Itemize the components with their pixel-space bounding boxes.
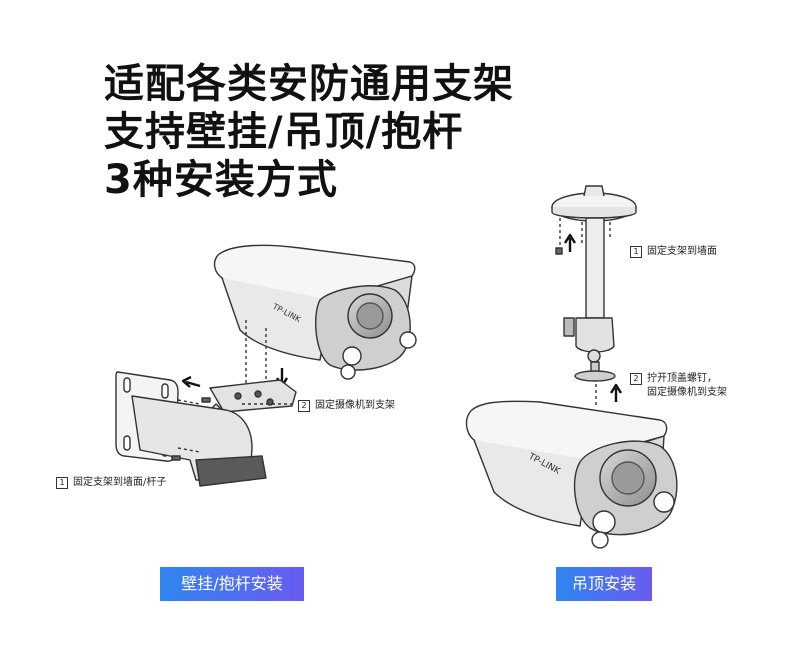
wall-mount-illustration: TP-LINK bbox=[115, 244, 417, 487]
ceiling-step-2: 2 拧开顶盖螺钉， 固定摄像机到支架 bbox=[630, 372, 727, 400]
wall-pole-mount-button[interactable]: 壁挂/抱杆安装 bbox=[160, 567, 304, 601]
headline: 适配各类安防通用支架 支持壁挂/吊顶/抱杆 3种安装方式 bbox=[104, 60, 514, 204]
headline-line-2: 支持壁挂/吊顶/抱杆 bbox=[104, 109, 464, 155]
wall-step-2-text: 固定摄像机到支架 bbox=[315, 400, 395, 411]
ceiling-up-arrow-icon bbox=[563, 233, 577, 252]
ceiling-mount-illustration: TP-LINK bbox=[465, 185, 678, 549]
ceiling-up-arrow-icon-2 bbox=[609, 383, 623, 402]
wall-step-2-number: 2 bbox=[298, 400, 310, 412]
ceiling-step-1-number: 1 bbox=[630, 246, 642, 258]
ceiling-step-2-number: 2 bbox=[630, 373, 642, 385]
ceiling-step-2-text: 拧开顶盖螺钉， 固定摄像机到支架 bbox=[647, 373, 727, 398]
ceiling-step-1: 1 固定支架到墙面 bbox=[630, 245, 717, 259]
left-left-arrow-icon bbox=[181, 375, 201, 388]
wall-step-2: 2 固定摄像机到支架 bbox=[298, 399, 395, 413]
headline-line-1: 适配各类安防通用支架 bbox=[104, 61, 514, 107]
ceiling-pole bbox=[585, 217, 605, 319]
wall-step-1-text: 固定支架到墙面/杆子 bbox=[73, 477, 167, 488]
headline-line-3: 3种安装方式 bbox=[104, 157, 338, 203]
wall-step-1-number: 1 bbox=[56, 477, 68, 489]
wall-step-1: 1 固定支架到墙面/杆子 bbox=[56, 476, 166, 490]
ceiling-mount-button[interactable]: 吊顶安装 bbox=[556, 567, 652, 601]
ceiling-step-1-text: 固定支架到墙面 bbox=[647, 246, 717, 257]
